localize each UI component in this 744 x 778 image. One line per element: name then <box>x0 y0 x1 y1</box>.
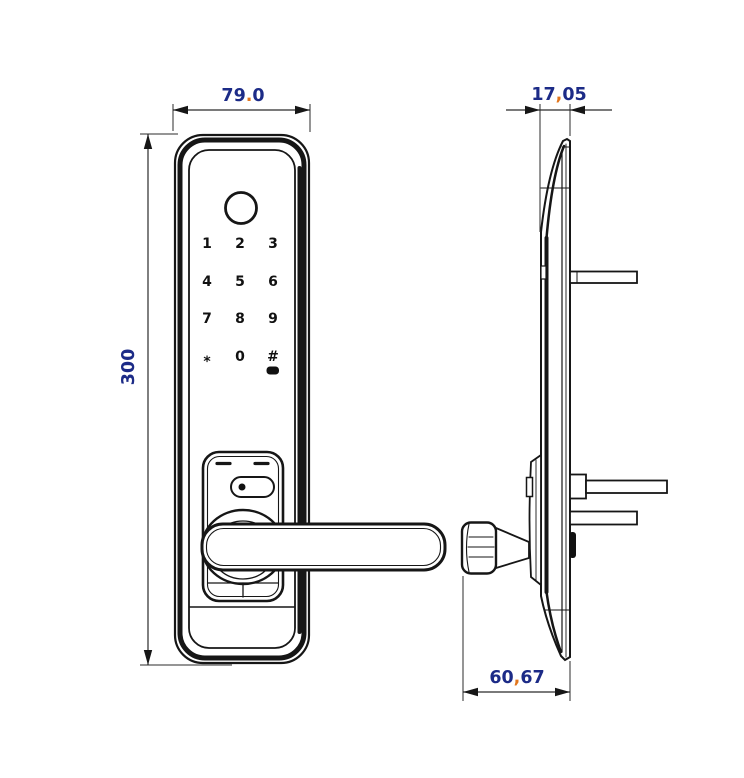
latch-block <box>569 532 576 558</box>
dim-value-part: 05 <box>562 85 586 105</box>
keypad-key-8: 8 <box>235 311 245 327</box>
dimensions: 79.0 300 17,05 60,67 <box>119 85 612 701</box>
keyhole-pin <box>238 483 246 491</box>
sensor-circle <box>224 191 258 225</box>
dim-value-part: 17 <box>531 85 555 105</box>
side-handle-neck <box>495 526 530 570</box>
dimension-side-depth-label: 60,67 <box>489 668 544 688</box>
lock-body-outer <box>173 133 311 665</box>
side-handle-cap-face <box>465 523 470 573</box>
arrowhead <box>143 650 153 665</box>
arrowhead <box>525 105 540 115</box>
keyhole-cover <box>230 476 275 498</box>
dimension-front-width: 79.0 <box>172 86 311 132</box>
dimension-front-height-label: 300 <box>119 349 139 386</box>
dimension-front-height: 300 <box>119 133 232 666</box>
keypad-key-5: 5 <box>235 274 245 290</box>
dim-value-part: 0 <box>252 86 264 106</box>
keypad-key-star: * <box>203 354 211 370</box>
dim-value-part: 67 <box>520 668 544 688</box>
lock-body-band <box>177 137 307 661</box>
keypad-key-9: 9 <box>268 311 278 327</box>
arrowhead <box>295 105 310 115</box>
keypad-key-3: 3 <box>268 236 278 252</box>
side-body-shade-bottom <box>545 590 563 654</box>
keypad-key-1: 1 <box>202 236 212 252</box>
dim-value-part: 60 <box>489 668 513 688</box>
arrowhead <box>463 687 478 697</box>
dimension-side-thickness: 17,05 <box>506 85 612 232</box>
decimal-separator: , <box>514 668 521 688</box>
keypad-key-4: 4 <box>202 274 212 290</box>
dimension-side-depth: 60,67 <box>462 576 571 701</box>
lever-handle <box>200 522 447 572</box>
dimension-front-width-label: 79.0 <box>221 86 264 106</box>
side-view <box>460 137 668 662</box>
keypad-key-6: 6 <box>268 274 278 290</box>
front-view: 1 2 3 4 5 6 7 8 9 * 0 # <box>173 133 447 665</box>
dimension-side-thickness-label: 17,05 <box>531 85 586 105</box>
decimal-separator: , <box>556 85 563 105</box>
keypad-key-0: 0 <box>235 349 245 365</box>
arrowhead <box>143 134 153 149</box>
side-keyhole-bump <box>525 476 534 498</box>
spindle-base <box>569 473 587 500</box>
side-escutcheon-profile <box>528 453 542 587</box>
side-handle-end-cap <box>460 521 498 575</box>
lever-handle-inner-line <box>205 527 442 567</box>
arrowhead <box>173 105 188 115</box>
arrowhead <box>555 687 570 697</box>
arrowhead <box>570 105 585 115</box>
upper-bolt-shaft <box>569 270 638 284</box>
keypad-key-2: 2 <box>235 236 245 252</box>
keypad: 1 2 3 4 5 6 7 8 9 * 0 # <box>202 236 279 375</box>
keypad-key-7: 7 <box>202 311 212 327</box>
lower-bolt-shaft <box>569 510 638 526</box>
side-left-notch <box>540 265 547 280</box>
dim-value-part: 79 <box>221 86 245 106</box>
spindle-shaft <box>585 479 668 494</box>
decimal-separator: . <box>246 86 253 106</box>
doorbell-icon <box>266 366 279 375</box>
keypad-key-hash: # <box>267 349 279 365</box>
lock-face-panel <box>188 149 296 649</box>
